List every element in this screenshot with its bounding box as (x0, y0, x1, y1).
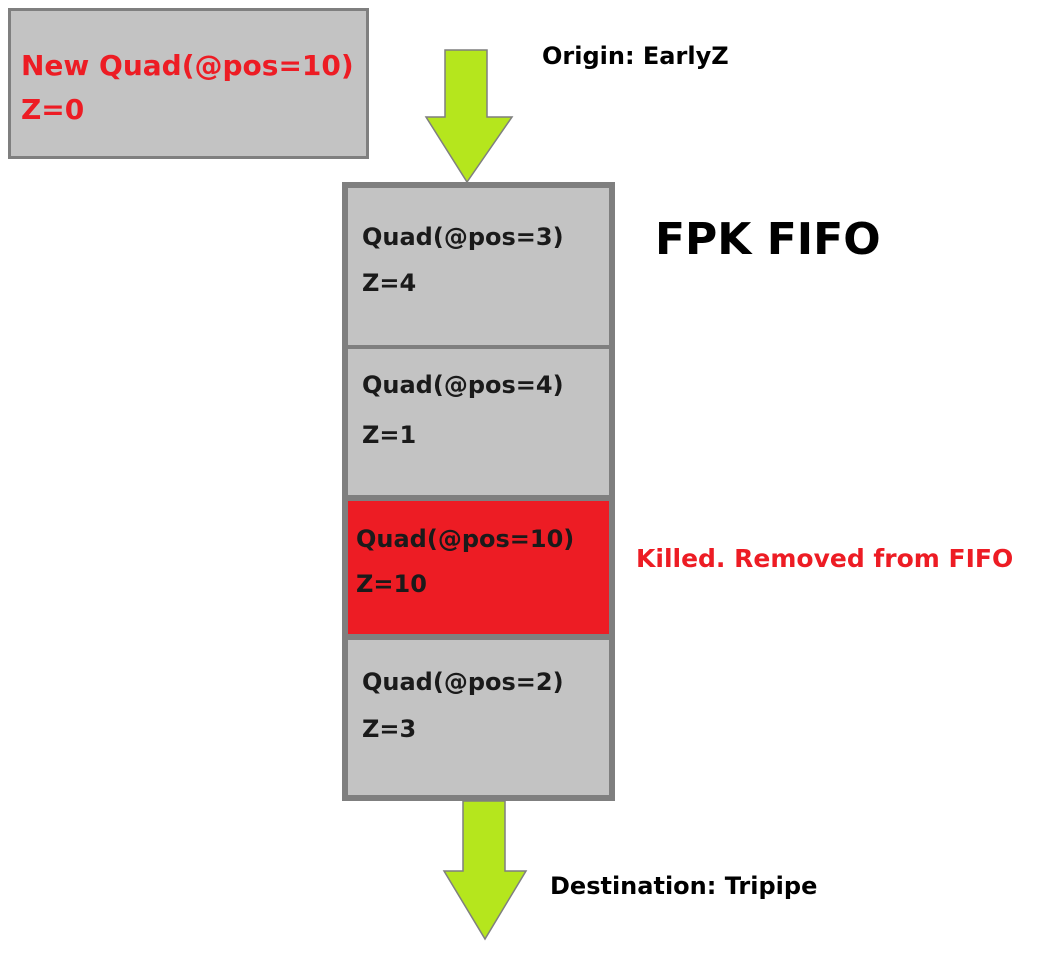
fifo-slot-title: Quad(@pos=3) (362, 223, 564, 251)
fifo-slot-z: Z=10 (356, 570, 427, 598)
origin-label: Origin: EarlyZ (542, 42, 729, 70)
outflow-arrow-icon (442, 800, 528, 941)
inflow-arrow-icon (424, 49, 514, 184)
fifo-slot-title: Quad(@pos=10) (356, 525, 575, 553)
new-quad-z: Z=0 (21, 93, 85, 126)
fifo-slot: Quad(@pos=3) Z=4 (348, 188, 609, 345)
fpk-fifo: Quad(@pos=3) Z=4 Quad(@pos=4) Z=1 Quad(@… (342, 182, 615, 801)
new-quad-box: New Quad(@pos=10) Z=0 (8, 8, 369, 159)
fifo-slot-z: Z=3 (362, 715, 417, 743)
fifo-slot-z: Z=4 (362, 269, 417, 297)
destination-label: Destination: Tripipe (550, 872, 818, 900)
fifo-slot-killed: Quad(@pos=10) Z=10 (348, 501, 609, 634)
fifo-slot-title: Quad(@pos=4) (362, 371, 564, 399)
fifo-title: FPK FIFO (655, 214, 881, 265)
fifo-slot: Quad(@pos=2) Z=3 (348, 640, 609, 795)
fifo-slot-title: Quad(@pos=2) (362, 668, 564, 696)
fifo-slot-z: Z=1 (362, 421, 417, 449)
fifo-slot: Quad(@pos=4) Z=1 (348, 349, 609, 495)
killed-label: Killed. Removed from FIFO (636, 544, 1014, 573)
new-quad-title: New Quad(@pos=10) (21, 49, 354, 82)
